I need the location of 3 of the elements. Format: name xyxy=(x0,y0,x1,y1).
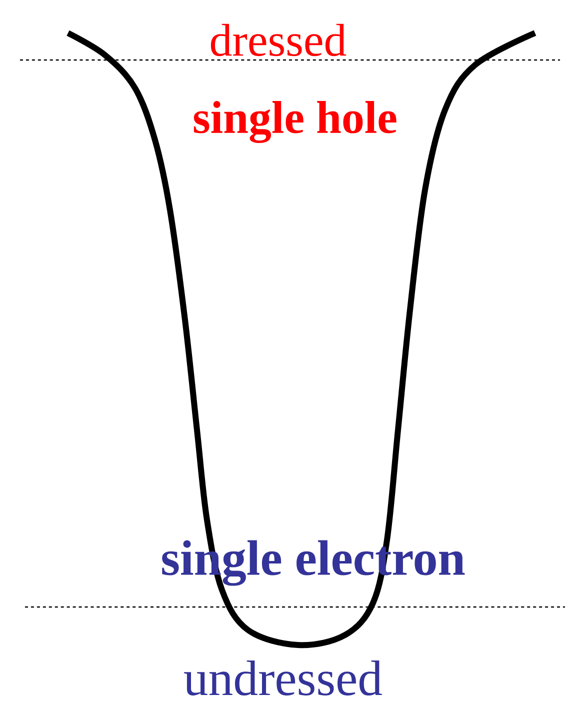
label-text: dressed xyxy=(210,24,346,56)
label-text: undressed xyxy=(184,660,382,696)
label-text: single hole xyxy=(194,101,396,143)
